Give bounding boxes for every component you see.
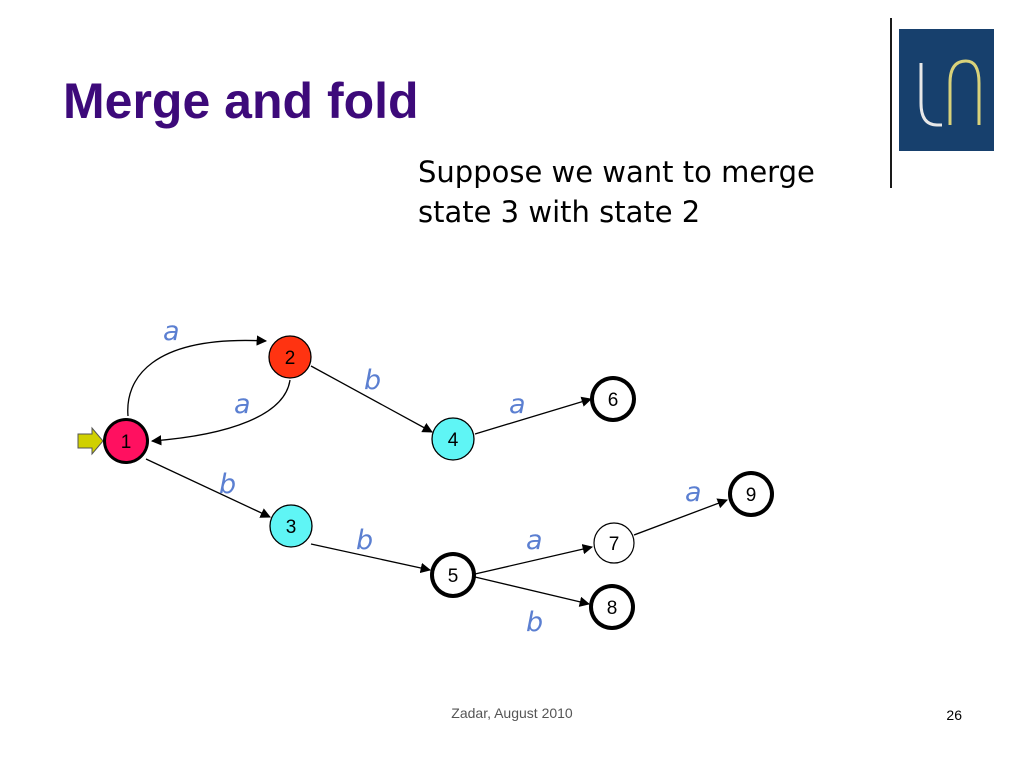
- state-7-fill: [593, 522, 635, 564]
- state-8-fill: [593, 588, 631, 626]
- edge-2-4: [310, 365, 433, 433]
- edge-label-3-5: b: [356, 525, 373, 556]
- slide-footer: Zadar, August 2010: [451, 705, 573, 721]
- edge-5-7: [474, 544, 594, 575]
- state-5-label: 5: [448, 566, 459, 587]
- logo-divider: [890, 18, 892, 188]
- logo-left-stroke: [919, 63, 942, 127]
- subtitle-line-1: Suppose we want to merge: [418, 155, 815, 189]
- state-4: 4: [431, 417, 475, 461]
- edge-label-1-3: b: [219, 469, 236, 500]
- edge-label-5-8: b: [526, 607, 543, 638]
- slide-subtitle: Suppose we want to merge state 3 with st…: [418, 152, 858, 232]
- state-1-label: 1: [121, 432, 132, 453]
- state-1-fill: [106, 421, 146, 461]
- edge-4-6: [474, 396, 592, 435]
- edge-label-1-2: a: [163, 316, 180, 347]
- edge-1-2: [127, 335, 268, 417]
- state-7: 7: [593, 522, 635, 564]
- state-4-fill: [431, 417, 475, 461]
- state-9-fill: [732, 475, 770, 513]
- state-9-label: 9: [746, 485, 757, 506]
- state-7-label: 7: [609, 534, 620, 555]
- state-6-fill: [594, 380, 632, 418]
- state-5: 5: [430, 552, 476, 598]
- edge-label-2-1: a: [234, 389, 251, 420]
- university-logo-icon: [899, 29, 994, 151]
- state-2: 2: [268, 335, 312, 379]
- start-arrow: [77, 426, 104, 456]
- state-1: 1: [103, 418, 149, 464]
- state-5-fill: [434, 556, 472, 594]
- edge-5-8: [474, 576, 591, 607]
- state-3-fill: [269, 504, 313, 548]
- state-2-label: 2: [285, 348, 296, 369]
- state-3-label: 3: [286, 517, 297, 538]
- edge-label-5-7: a: [526, 525, 543, 556]
- edge-label-4-6: a: [509, 389, 526, 420]
- edge-label-7-9: a: [685, 477, 702, 508]
- state-8-label: 8: [607, 598, 618, 619]
- logo-right-stroke: [948, 59, 981, 125]
- state-2-fill: [268, 335, 312, 379]
- subtitle-line-2: state 3 with state 2: [418, 195, 701, 229]
- slide-title: Merge and fold: [63, 73, 419, 129]
- state-4-label: 4: [448, 430, 459, 451]
- state-3: 3: [269, 504, 313, 548]
- state-6-label: 6: [608, 390, 619, 411]
- edge-label-2-4: b: [364, 365, 381, 396]
- page-number: 26: [946, 707, 962, 723]
- state-8: 8: [589, 584, 635, 630]
- edge-2-1: [150, 379, 291, 446]
- edge-7-9: [633, 498, 728, 536]
- edge-1-3: [145, 458, 271, 518]
- state-6: 6: [590, 376, 636, 422]
- edge-3-5: [310, 543, 432, 574]
- state-9: 9: [728, 471, 774, 517]
